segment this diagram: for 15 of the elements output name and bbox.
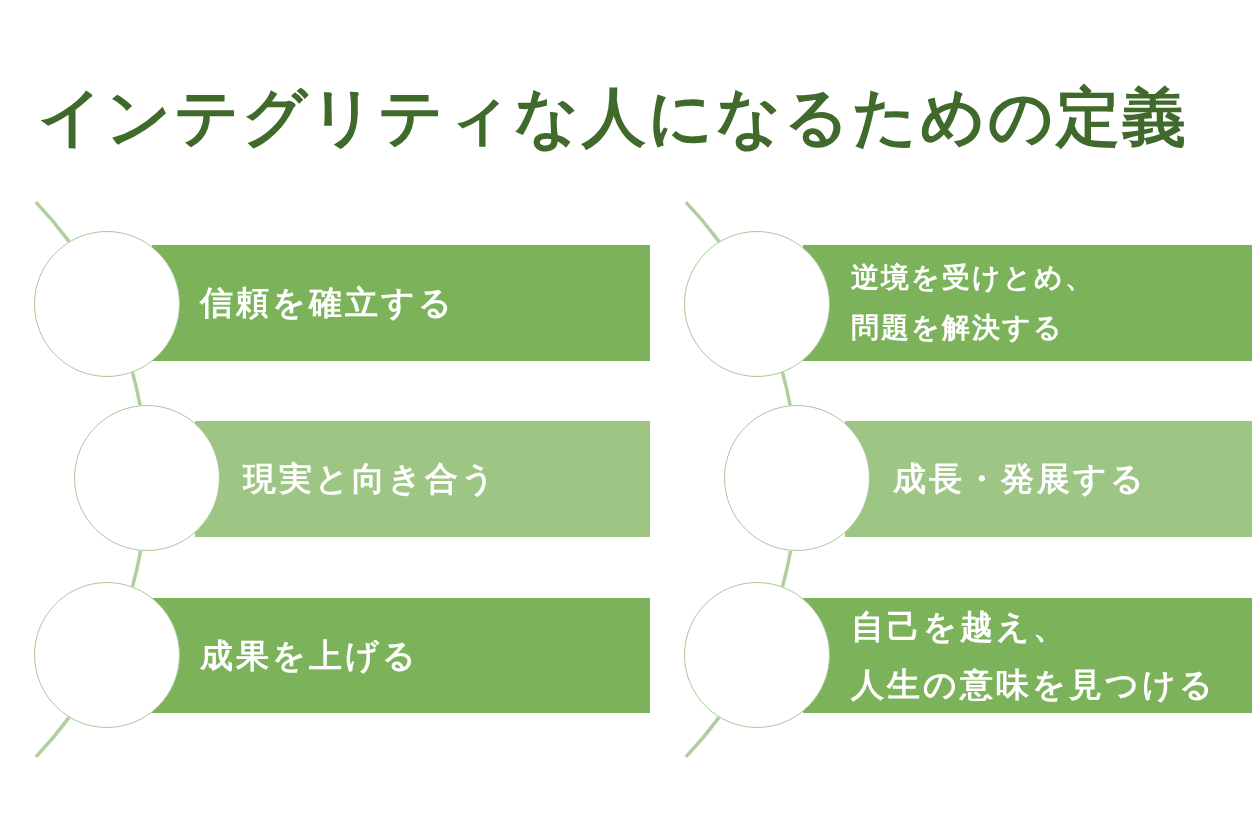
text-band: 現実と向き合う (195, 421, 650, 537)
arc-line (780, 550, 793, 588)
arc-line (130, 550, 143, 588)
arc-line (684, 200, 721, 243)
arc-line (34, 200, 71, 243)
arc-line (130, 371, 142, 406)
text-band: 成長・発展する (845, 421, 1252, 537)
arc-line (684, 716, 721, 759)
arc-line (34, 716, 71, 759)
arc-line (780, 371, 792, 406)
text-band: 成果を上げる (152, 598, 650, 713)
text-band: 信頼を確立する (152, 245, 650, 361)
text-band: 自己を越え、人生の意味を見つける (803, 598, 1252, 713)
text-band: 逆境を受けとめ、問題を解決する (803, 245, 1252, 361)
title: インテグリティな人になるための定義 (38, 80, 1188, 154)
